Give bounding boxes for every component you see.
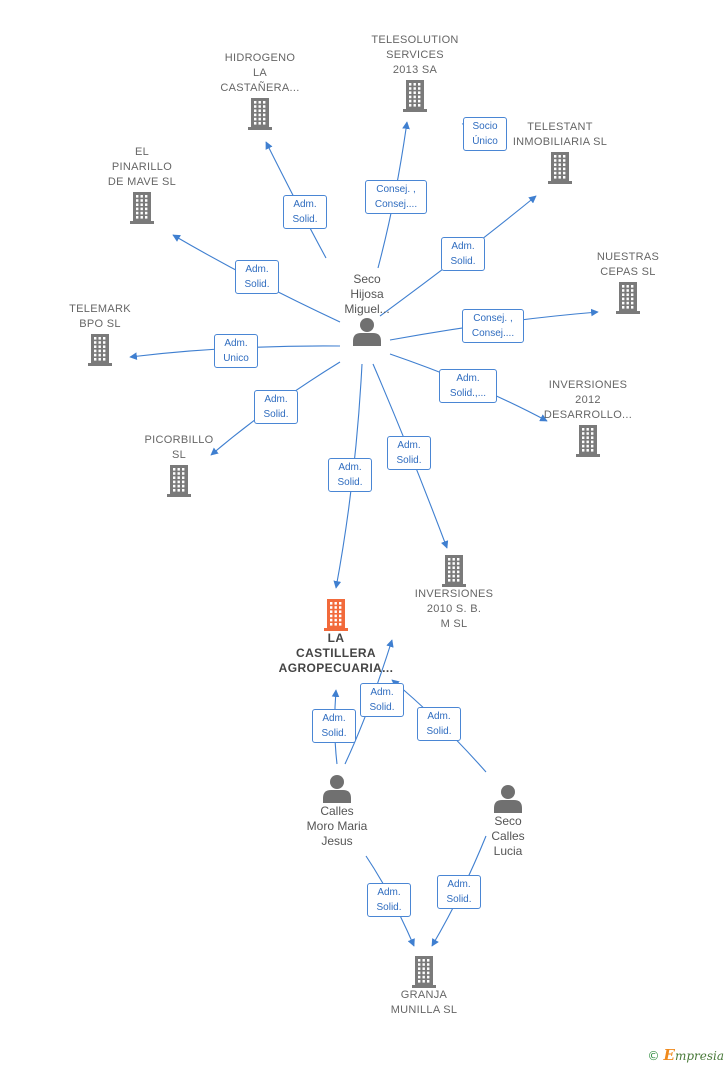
person-node-seco-miguel[interactable]: Seco Hijosa Miguel... bbox=[325, 272, 409, 347]
relation-label-telesolution[interactable]: Consej. , Consej.... bbox=[365, 180, 427, 214]
relation-label-nuestras[interactable]: Consej. , Consej.... bbox=[462, 309, 524, 343]
relation-label-moro-castillera[interactable]: Adm. Solid. bbox=[312, 709, 356, 743]
company-label: TELEMARK BPO SL bbox=[69, 303, 131, 330]
company-node-granja[interactable]: GRANJA MUNILLA SL bbox=[364, 954, 484, 1018]
company-node-telemark[interactable]: TELEMARK BPO SL bbox=[42, 302, 158, 366]
relation-label-picorbillo[interactable]: Adm. Solid. bbox=[254, 390, 298, 424]
company-label: LA CASTILLERA AGROPECUARIA... bbox=[278, 631, 394, 675]
company-label: INVERSIONES 2010 S. B. M SL bbox=[414, 588, 494, 630]
relation-label-lucia-granja[interactable]: Adm. Solid. bbox=[437, 875, 481, 909]
building-icon bbox=[442, 555, 466, 587]
company-node-picorbillo[interactable]: PICORBILLO SL bbox=[119, 433, 239, 497]
building-icon bbox=[412, 956, 436, 988]
person-icon bbox=[353, 318, 381, 346]
relation-label-inv2012[interactable]: Adm. Solid.,... bbox=[439, 369, 497, 403]
building-icon bbox=[167, 465, 191, 497]
brand-initial: E bbox=[663, 1046, 675, 1064]
company-label: HIDROGENO LA CASTAÑERA... bbox=[220, 52, 300, 94]
brand-footer[interactable]: ©Empresia bbox=[648, 1046, 725, 1064]
company-label: INVERSIONES 2012 DESARROLLO... bbox=[543, 379, 633, 421]
relation-label-hidrogeno[interactable]: Adm. Solid. bbox=[283, 195, 327, 229]
company-node-telesolution[interactable]: TELESOLUTION SERVICES 2013 SA bbox=[355, 33, 475, 112]
company-label: EL PINARILLO DE MAVE SL bbox=[107, 146, 177, 188]
copyright-icon: © bbox=[647, 1049, 660, 1063]
building-icon bbox=[324, 599, 348, 631]
company-node-hidrogeno[interactable]: HIDROGENO LA CASTAÑERA... bbox=[200, 51, 320, 130]
company-node-telestant[interactable]: TELESTANT INMOBILIARIA SL bbox=[498, 120, 622, 184]
relation-label-moro-inv2010[interactable]: Adm. Solid. bbox=[360, 683, 404, 717]
company-label: PICORBILLO SL bbox=[144, 434, 214, 461]
building-icon bbox=[88, 334, 112, 366]
building-icon bbox=[616, 282, 640, 314]
brand-name: mpresia bbox=[674, 1049, 724, 1063]
person-node-calles-moro[interactable]: Calles Moro Maria Jesus bbox=[290, 774, 384, 849]
company-label: TELESOLUTION SERVICES 2013 SA bbox=[371, 34, 459, 76]
person-icon bbox=[323, 775, 351, 803]
company-node-pinarillo[interactable]: EL PINARILLO DE MAVE SL bbox=[82, 145, 202, 224]
company-node-castillera[interactable]: LA CASTILLERA AGROPECUARIA... bbox=[266, 597, 406, 676]
relation-label-telemark[interactable]: Adm. Unico bbox=[214, 334, 258, 368]
person-label: Seco Hijosa Miguel... bbox=[344, 272, 390, 316]
building-icon bbox=[548, 152, 572, 184]
building-icon bbox=[130, 192, 154, 224]
company-node-inv2012[interactable]: INVERSIONES 2012 DESARROLLO... bbox=[528, 378, 648, 457]
company-label: NUESTRAS CEPAS SL bbox=[596, 251, 660, 278]
building-icon bbox=[248, 98, 272, 130]
relation-label-castillera[interactable]: Adm. Solid. bbox=[328, 458, 372, 492]
company-node-nuestras[interactable]: NUESTRAS CEPAS SL bbox=[570, 250, 686, 314]
relation-label-telestant[interactable]: Adm. Solid. bbox=[441, 237, 485, 271]
building-icon bbox=[403, 80, 427, 112]
building-icon bbox=[576, 425, 600, 457]
person-label: Calles Moro Maria Jesus bbox=[306, 804, 368, 848]
person-icon bbox=[494, 785, 522, 813]
company-node-inv2010[interactable]: INVERSIONES 2010 S. B. M SL bbox=[394, 553, 514, 632]
person-node-seco-lucia[interactable]: Seco Calles Lucia bbox=[466, 784, 550, 859]
relation-label-lucia-inv2010[interactable]: Adm. Solid. bbox=[417, 707, 461, 741]
company-label: GRANJA MUNILLA SL bbox=[390, 989, 458, 1016]
person-label: Seco Calles Lucia bbox=[491, 814, 525, 858]
relation-label-telestant-socio[interactable]: Socio Único bbox=[463, 117, 507, 151]
relation-label-pinarillo[interactable]: Adm. Solid. bbox=[235, 260, 279, 294]
relation-label-inv2010[interactable]: Adm. Solid. bbox=[387, 436, 431, 470]
relation-label-moro-granja[interactable]: Adm. Solid. bbox=[367, 883, 411, 917]
company-label: TELESTANT INMOBILIARIA SL bbox=[512, 121, 608, 148]
